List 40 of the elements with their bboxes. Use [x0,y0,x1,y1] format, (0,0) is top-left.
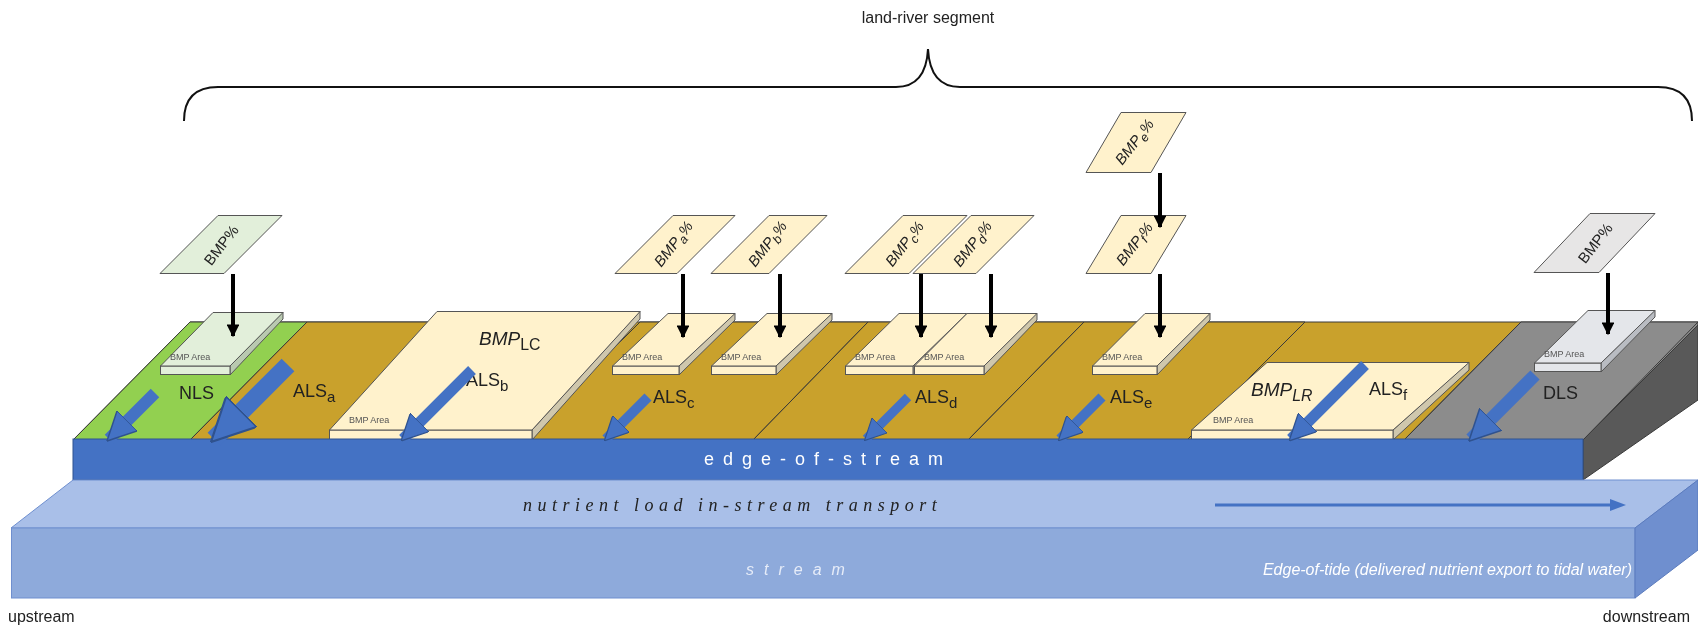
segment-label: DLS [1543,384,1578,402]
arrow [1153,173,1167,229]
area-label: BMP Area [924,353,965,362]
area-label: BMP Area [855,353,896,362]
flow-arrow [399,366,476,443]
segment-label: ALS$_{c}$ [653,388,695,410]
area-label: BMP Area [721,353,762,362]
direction-label: downstream [1602,609,1690,625]
segment-label: NLS [179,384,214,402]
area-label: BMP Area [170,353,211,362]
segment-label: ALS$_{a}$ [293,382,336,404]
arrow [914,274,928,339]
bmp-label: BMP$_{LR}$ [1251,380,1313,404]
brace-label: land-river segment [861,10,995,26]
area-label: BMP Area [349,416,390,425]
tide-label: Edge-of-tide (delivered nutrient export to tidal water) [1262,562,1632,578]
band-label: edge-of-stream [703,450,953,468]
segment-label: ALS$_{d}$ [915,388,958,410]
flow-arrow [862,393,912,443]
flow-arrow [1287,361,1369,443]
area-label: BMP Area [1213,416,1254,425]
area-label: BMP Area [1544,350,1585,359]
flow-arrow [1056,393,1106,443]
flow-arrow [1466,370,1540,444]
arrow [676,274,690,339]
transport-label: nutrient load in-stream transport [523,496,943,514]
area-label: BMP Area [622,353,663,362]
arrow [773,274,787,339]
arrow [226,274,240,338]
segment-label: ALS$_{e}$ [1110,388,1153,410]
bmp-label: BMP$_{LC}$ [479,329,541,353]
flow-arrow [602,393,652,443]
area-label: BMP Area [1102,353,1143,362]
stream-label: stream [746,562,855,578]
flow-arrow [104,388,160,444]
segment-label: ALS$_{f}$ [1369,380,1408,402]
flow-arrow [207,358,295,446]
arrow [1153,274,1167,339]
arrow [1601,273,1615,336]
arrow [984,274,998,339]
